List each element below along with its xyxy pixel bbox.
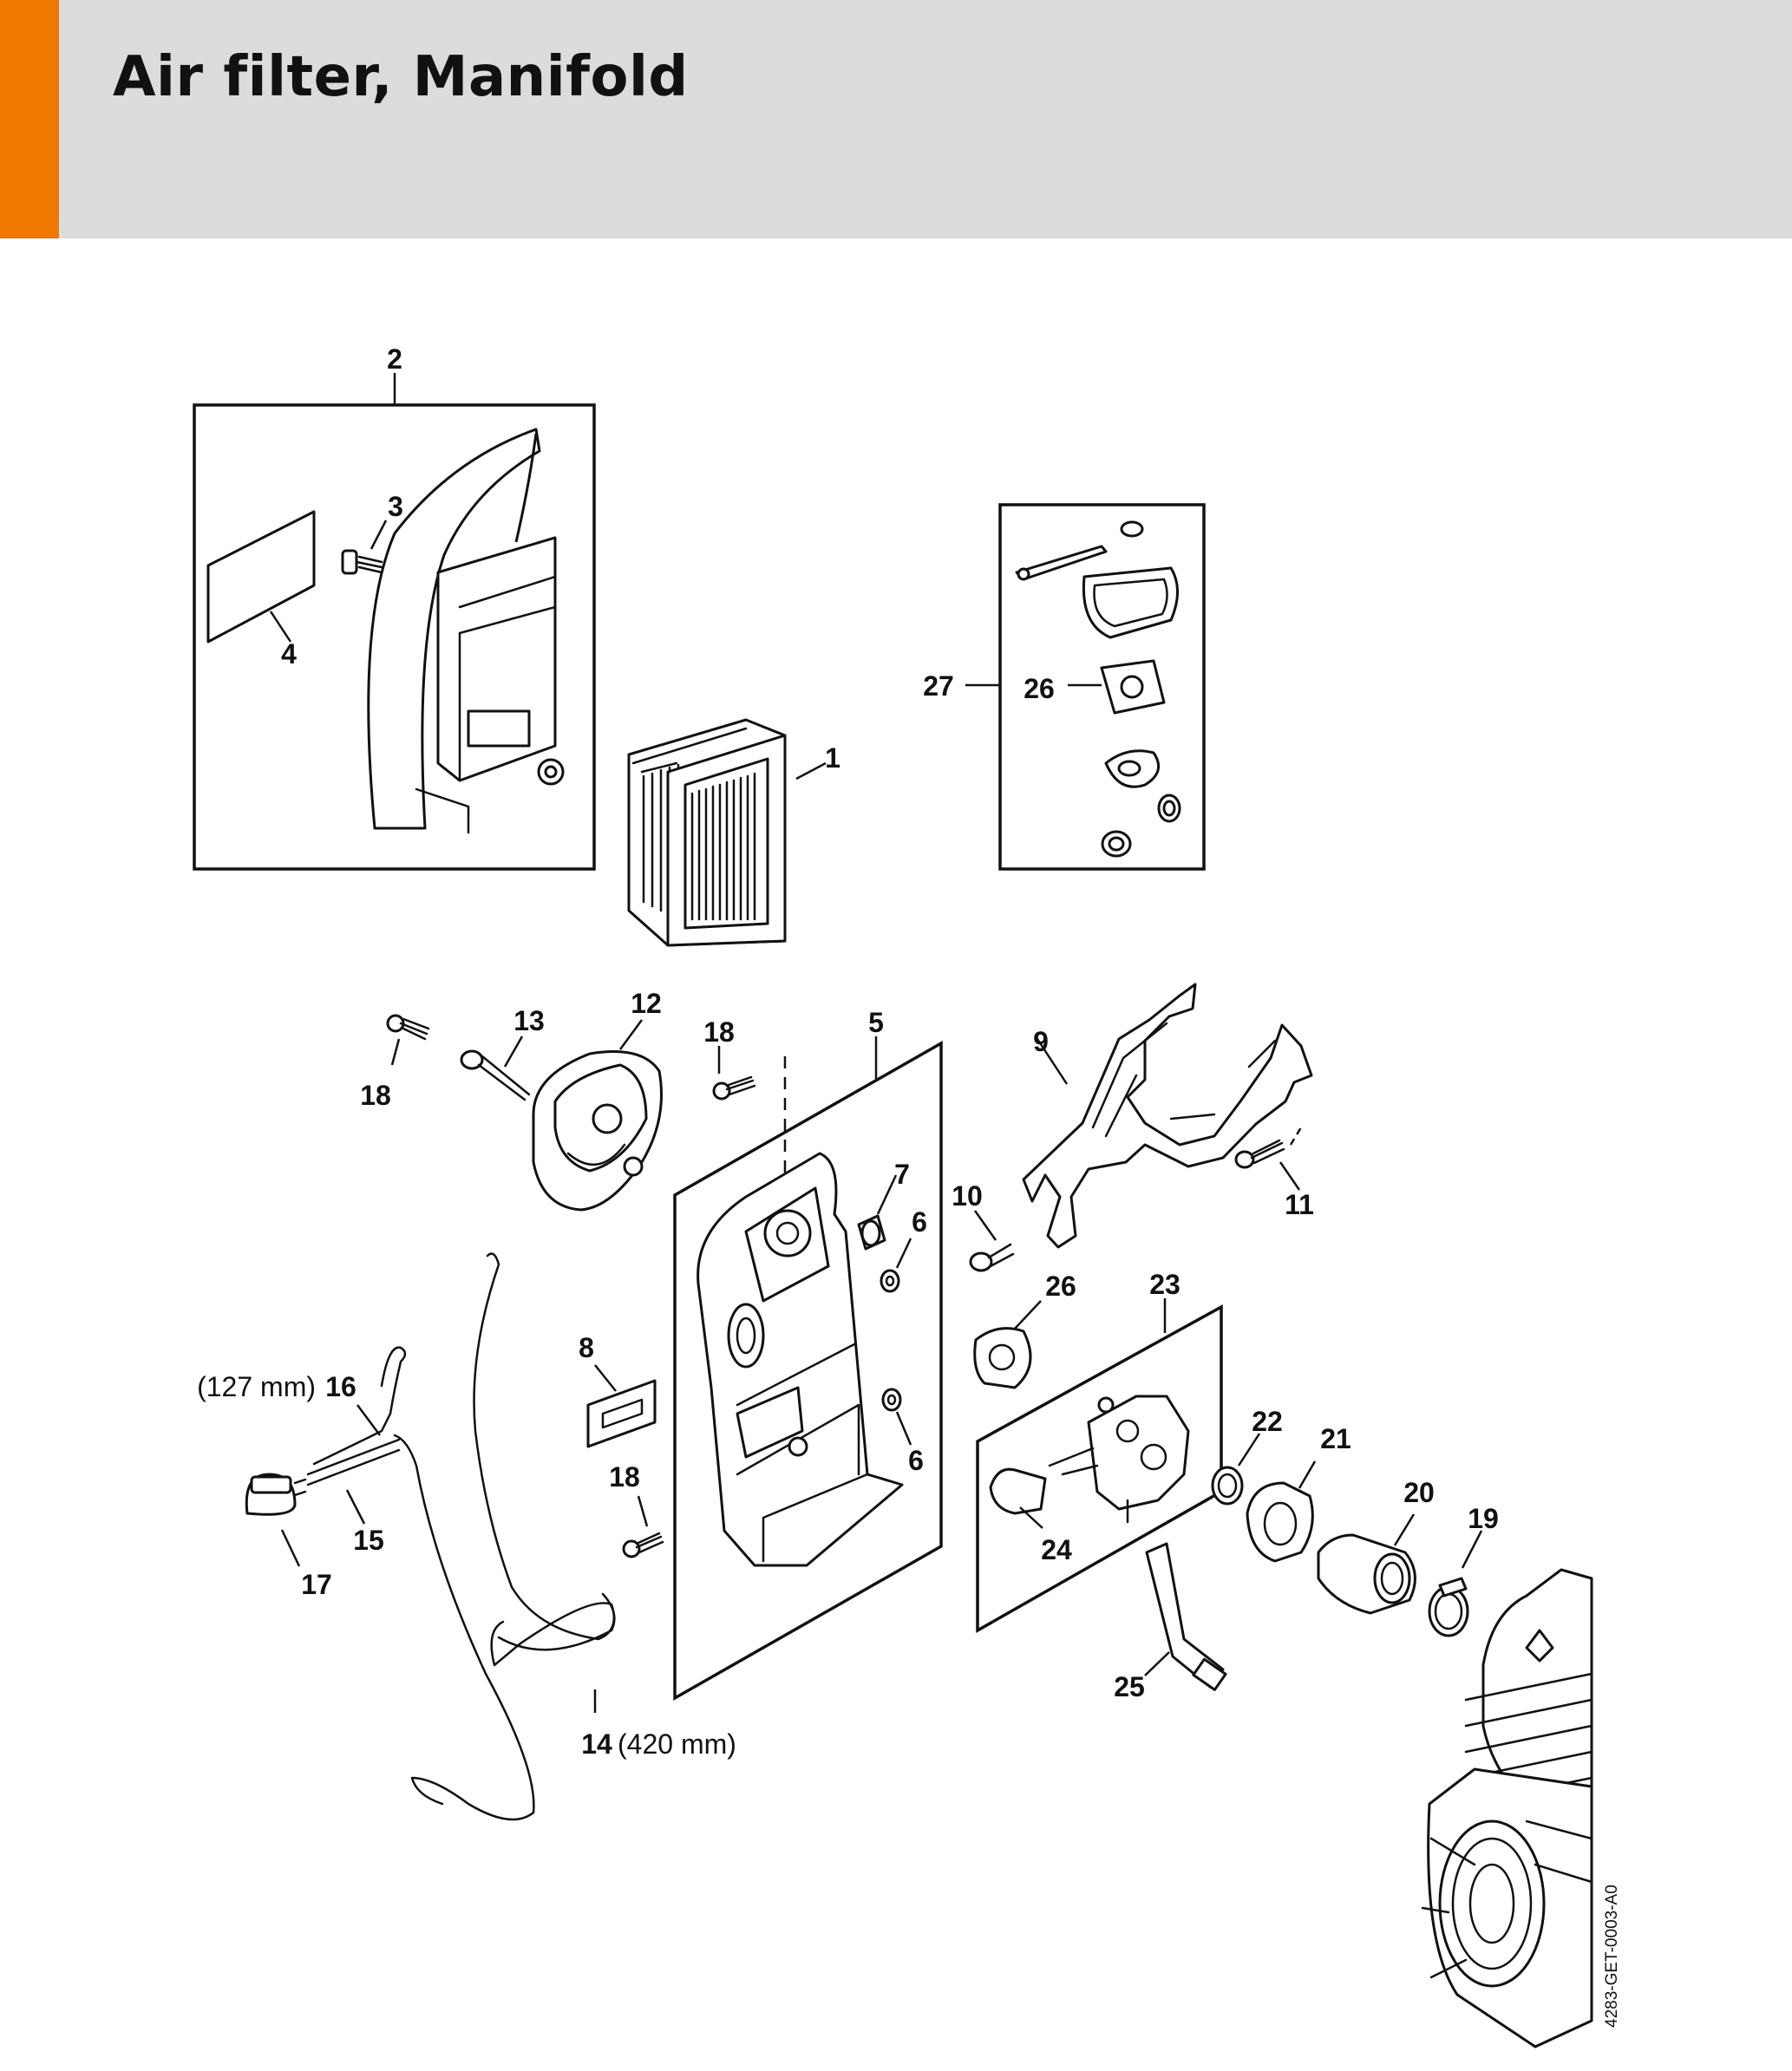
drawing-code: 4283-GET-0003-A0 [1603,1885,1621,2028]
engine-cylinder-part [1421,1568,1593,2048]
dimension-16: (127 mm) [197,1371,316,1402]
ring-22 [1211,1466,1244,1506]
callout-6-lower: 6 [908,1445,924,1476]
callout-21: 21 [1320,1423,1351,1454]
callout-11: 11 [1285,1189,1314,1220]
callout-24: 24 [1041,1534,1072,1565]
callout-7: 7 [894,1159,910,1190]
intake-housing-5 [697,1152,904,1567]
callout-6-upper: 6 [912,1206,927,1238]
callout-5: 5 [868,1007,884,1038]
clamp-19 [1428,1577,1469,1637]
header-bar: Air filter, Manifold [0,0,1792,238]
callout-16: 16 [325,1371,356,1402]
callout-8: 8 [579,1332,594,1363]
screw-3 [341,549,383,575]
gasket-set-parts [1015,520,1181,858]
cover-12 [532,1050,663,1212]
accent-stripe [0,0,59,238]
callout-26-upper: 26 [1024,673,1055,704]
fuel-hose-16 [312,1346,535,1821]
kit-2-box [193,373,596,871]
callout-26-lower: 26 [1045,1271,1076,1302]
fuel-hose-14 [473,1252,616,1667]
screw-10 [969,1243,1015,1272]
screw-18-middle [712,1075,756,1101]
label-sticker-4 [206,510,316,644]
bolt-13 [460,1049,531,1101]
callout-25: 25 [1114,1671,1145,1702]
kit-27-box [965,503,1206,871]
callout-22: 22 [1252,1406,1283,1437]
grommet-7 [857,1214,886,1251]
dimension-14: (420 mm) [618,1728,736,1760]
hose-25 [1145,1542,1227,1691]
callout-4: 4 [281,638,297,670]
carburetor-part [1048,1395,1190,1524]
air-filter-1 [627,718,787,947]
gasket-8 [586,1379,657,1448]
callout-18-middle: 18 [703,1016,735,1048]
primer-24 [989,1467,1047,1515]
gasket-26-lower [973,1327,1032,1389]
bracket-9 [1022,983,1313,1249]
callout-9: 9 [1033,1026,1049,1057]
primer-bulb-17 [245,1473,307,1516]
screw-11 [1234,1127,1303,1169]
callout-18-lower: 18 [609,1461,640,1493]
flange-21 [1246,1481,1314,1563]
callout-10: 10 [952,1180,983,1212]
callout-23: 23 [1149,1269,1180,1300]
callout-15: 15 [353,1525,384,1556]
page-title: Air filter, Manifold [113,45,689,109]
callout-20: 20 [1403,1477,1435,1508]
intake-manifold-20 [1317,1533,1416,1615]
filter-housing-part [367,428,565,834]
callout-27: 27 [923,670,954,702]
screw-18-lower [622,1532,664,1558]
callout-19: 19 [1468,1503,1499,1534]
callout-18-upper: 18 [360,1080,391,1111]
callout-3: 3 [388,491,403,522]
callout-12: 12 [631,988,662,1019]
fuel-hose-15 [306,1438,401,1486]
callout-13: 13 [513,1005,545,1036]
callout-1: 1 [825,742,840,774]
screw-18-upper [386,1014,430,1041]
callout-14: 14 [581,1728,612,1760]
callout-17: 17 [301,1569,332,1600]
nut-6-lower [881,1388,902,1412]
box-5 [673,1036,943,1702]
nut-6-upper [880,1269,900,1293]
callout-2: 2 [387,343,402,375]
